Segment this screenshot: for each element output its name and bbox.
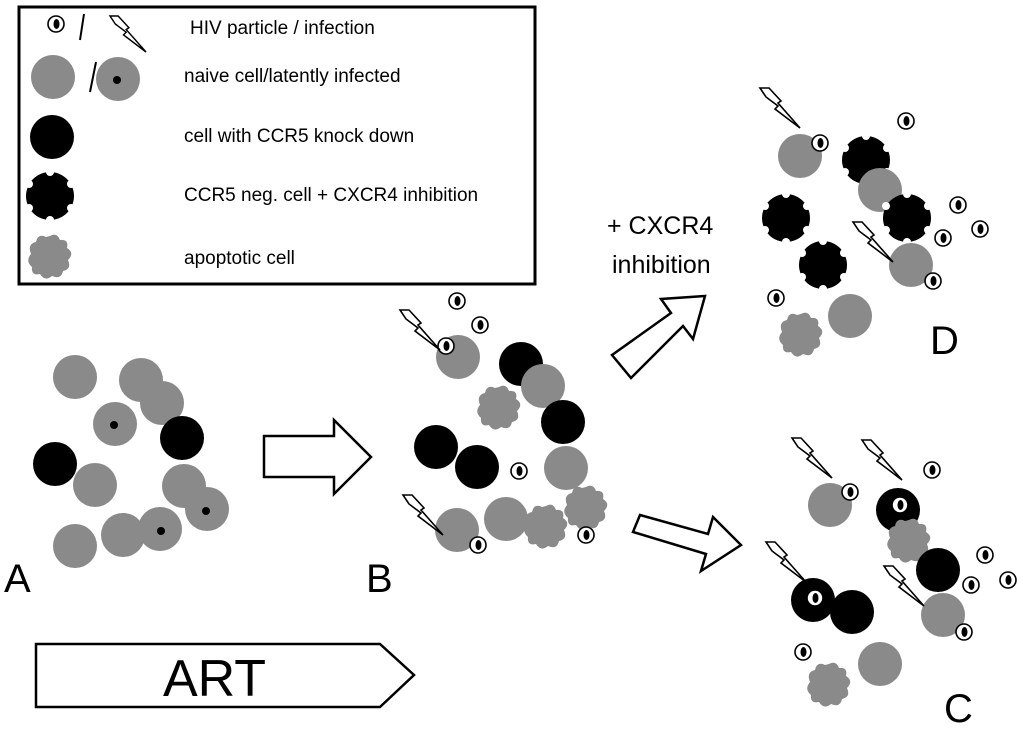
apoptotic-cell: [564, 485, 608, 530]
hiv-particle: [999, 571, 1017, 589]
cxcr4-inhibition-label-line2: inhibition: [612, 251, 711, 279]
latent-cell: [138, 507, 182, 551]
hiv-particle: [811, 134, 829, 152]
hiv-particle: [448, 292, 466, 310]
hiv-particle: [577, 526, 595, 544]
hiv-particle: [955, 623, 973, 641]
naive-cell: [73, 463, 117, 507]
hiv-particle-and-lightning-icon: [47, 13, 147, 53]
legend: HIV particle / infection naive cell/late…: [17, 5, 537, 286]
hiv-particle: [962, 576, 980, 594]
hiv-particle: [949, 196, 967, 214]
hiv-particle: [469, 536, 487, 554]
naive-cell: [544, 446, 588, 490]
panel-c: C: [765, 437, 1017, 729]
hiv-particle: [971, 220, 989, 238]
naive-cell: [53, 524, 97, 568]
panel-label-b: B: [366, 557, 393, 601]
naive-and-latent-cell-icon: [31, 55, 140, 101]
legend-label-apoptotic: apoptotic cell: [184, 248, 295, 269]
legend-label-hiv: HIV particle / infection: [190, 18, 375, 39]
naive-cell: [484, 497, 528, 541]
panel-label-d: D: [930, 319, 959, 363]
apoptotic-cell: [524, 504, 568, 549]
hiv-particle: [923, 461, 941, 479]
ccr5-knockdown-cell-icon: [30, 115, 74, 159]
ccr5-neg-cxcr4-inhibited-cell: [761, 190, 811, 246]
infection-bolt-icon: [861, 439, 903, 481]
art-label: ART: [163, 650, 266, 708]
hiv-particle: [897, 112, 915, 130]
ccr5-neg-cxcr4-inhibited-cell: [798, 237, 848, 293]
ccr5-knockdown-cell: [541, 400, 585, 444]
apoptotic-cell: [807, 662, 851, 707]
panel-label-a: A: [4, 557, 31, 601]
panel-b: B: [366, 292, 608, 601]
ccr5-knockdown-cell: [414, 425, 458, 469]
infection-bolt-icon: [791, 437, 833, 479]
ccr5-knockdown-cell: [33, 442, 77, 486]
legend-label-notched: CCR5 neg. cell + CXCR4 inhibition: [184, 185, 478, 206]
hiv-particle: [934, 229, 952, 247]
infection-bolt-icon: [765, 541, 807, 583]
naive-cell: [53, 355, 97, 399]
hiv-particle: [794, 643, 812, 661]
naive-cell: [828, 294, 872, 338]
cxcr4-inhibition-label-line1: + CXCR4: [607, 212, 713, 240]
hiv-particle: [471, 316, 489, 334]
art-arrow: ART: [34, 642, 416, 709]
panel-label-c: C: [944, 687, 973, 729]
arrow-a-to-b: [262, 416, 373, 498]
legend-label-naive: naive cell/latently infected: [184, 66, 401, 87]
ccr5-knockdown-cell: [160, 416, 204, 460]
infection-bolt-icon: [399, 309, 441, 351]
legend-box: [17, 5, 537, 286]
hiv-particle: [437, 337, 455, 355]
infected-knockdown-cell: [791, 578, 835, 622]
apoptotic-cell: [779, 312, 823, 357]
ccr5-knockdown-cell: [916, 548, 960, 592]
ccr5-knockdown-cell: [455, 445, 499, 489]
hiv-particle: [976, 546, 994, 564]
hiv-particle: [510, 462, 528, 480]
naive-cell: [858, 642, 902, 686]
infection-bolt-icon: [759, 87, 801, 129]
hiv-particle: [767, 289, 785, 307]
hiv-particle: [924, 272, 942, 290]
latent-cell: [185, 487, 229, 531]
infection-bolt-icon: [402, 494, 444, 536]
naive-cell: [101, 513, 145, 557]
panel-d: D: [759, 87, 989, 363]
arrow-b-to-c: [631, 513, 743, 574]
ccr5-knockdown-cell: [830, 590, 874, 634]
arrow-b-to-d: [610, 294, 707, 380]
legend-label-knockdown: cell with CCR5 knock down: [184, 126, 414, 147]
apoptotic-cell: [477, 385, 521, 430]
panel-a: A: [4, 355, 229, 601]
latent-cell: [93, 402, 137, 446]
hiv-particle: [841, 483, 859, 501]
